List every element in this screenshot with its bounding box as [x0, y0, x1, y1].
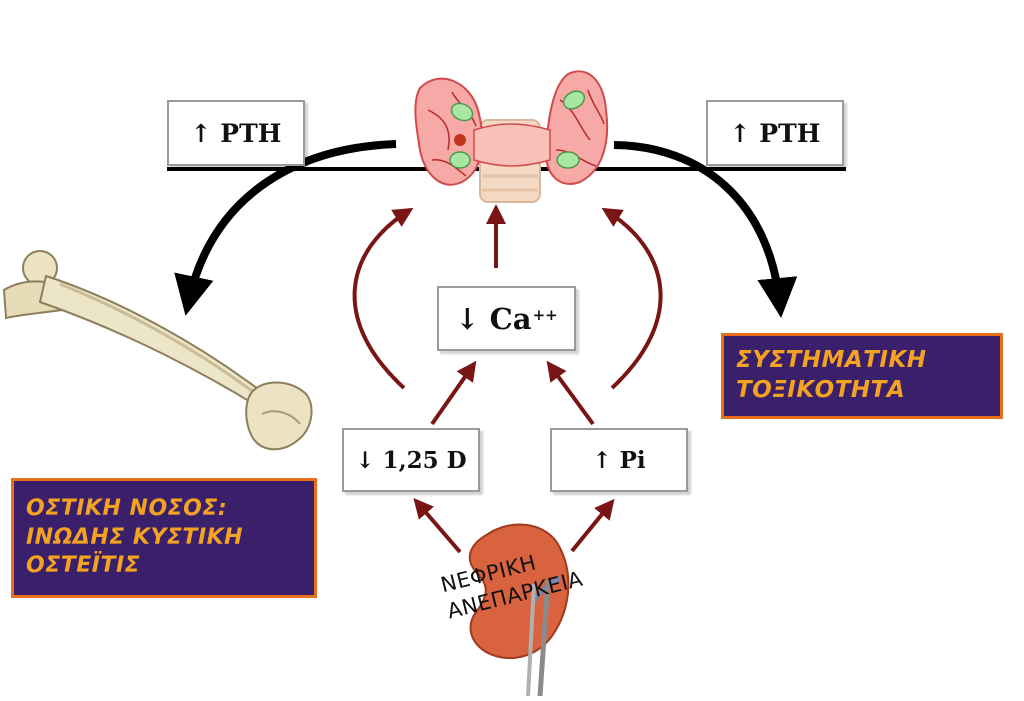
pth-left-label: ↑ PTH: [190, 118, 282, 148]
bone-disease-line-1: ΟΣΤΙΚΗ ΝΟΣΟΣ:: [26, 496, 228, 522]
vitamin-d-box: ↓ 1,25 D: [342, 428, 480, 492]
arrow-pi-to-ca: [546, 360, 595, 426]
bone-disease-panel: ΟΣΤΙΚΗ ΝΟΣΟΣ: ΙΝΩΔΗΣ ΚΥΣΤΙΚΗ ΟΣΤΕΪΤΙΣ: [11, 478, 317, 598]
systemic-toxicity-panel: ΣΥΣΤΗΜΑΤΙΚΗ ΤΟΞΙΚΟΤΗΤΑ: [721, 333, 1003, 419]
bone-disease-line-3: ΟΣΤΕΪΤΙΣ: [26, 553, 141, 579]
arrow-kidney-to-vitd: [413, 497, 462, 554]
bone-disease-line-2: ΙΝΩΔΗΣ ΚΥΣΤΙΚΗ: [26, 524, 244, 550]
phosphate-box: ↑ Pi: [550, 428, 688, 492]
parathyroid-gland-icon: [414, 70, 609, 203]
calcium-label: ↓ Ca: [455, 301, 532, 336]
systemic-toxicity-line-1: ΣΥΣΤΗΜΑΤΙΚΗ: [736, 347, 927, 374]
pth-arrow-to-bone: [174, 140, 397, 316]
pth-right-label: ↑ PTH: [729, 118, 821, 148]
systemic-toxicity-line-2: ΤΟΞΙΚΟΤΗΤΑ: [736, 377, 906, 403]
phosphate-label: ↑ Pi: [592, 446, 646, 474]
arrow-vitd-to-ca: [430, 360, 477, 426]
vitamin-d-label: ↓ 1,25 D: [355, 446, 467, 474]
arrow-pi-to-gland: [601, 207, 663, 390]
pth-right-box: ↑ PTH: [706, 100, 844, 166]
calcium-box: ↓ Ca++: [437, 286, 576, 351]
arrow-kidney-to-pi: [570, 498, 615, 553]
arrow-vitd-to-gland: [352, 207, 414, 390]
calcium-superscript: ++: [532, 305, 558, 324]
bone-icon: [2, 250, 313, 451]
pth-arrow-to-toxicity: [613, 141, 798, 318]
pth-left-box: ↑ PTH: [167, 100, 305, 166]
kidney-icon: [468, 523, 570, 697]
